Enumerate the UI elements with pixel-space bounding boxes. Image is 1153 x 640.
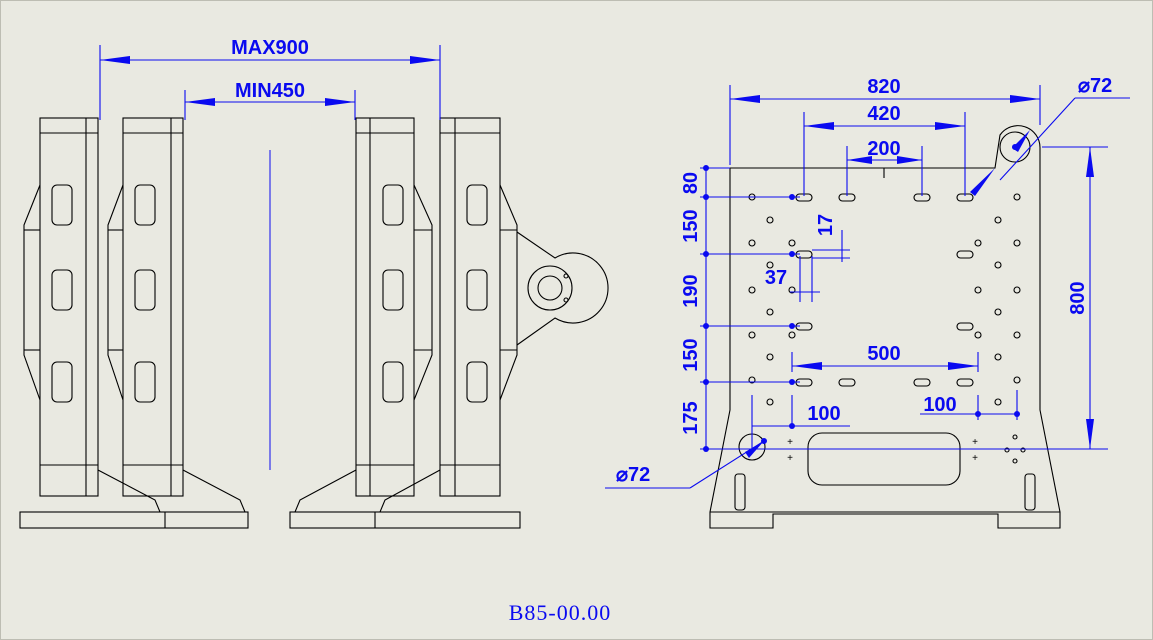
svg-text:+: + <box>972 453 978 464</box>
slot-height-label: 17 <box>815 214 837 236</box>
vert-dim-150-lower: 150 <box>680 338 702 371</box>
dimension-width-820 <box>729 85 1041 165</box>
max-opening-label: MAX900 <box>231 37 309 59</box>
height-800-label: 800 <box>1067 281 1089 314</box>
platen-right-outer <box>379 117 609 513</box>
dimension-vertical-chain <box>700 167 1108 450</box>
vert-dim-175: 175 <box>680 401 702 434</box>
pin-bottom-diameter-label: ⌀72 <box>616 464 650 486</box>
hole-span-label: 500 <box>867 343 900 365</box>
dimension-height-800 <box>1042 146 1108 450</box>
front-view: + + + + 820 420 <box>605 75 1130 529</box>
width-200-label: 200 <box>867 138 900 160</box>
svg-text:+: + <box>787 453 793 464</box>
platen-right-inner <box>294 117 433 513</box>
vert-dim-190: 190 <box>680 274 702 307</box>
platen-left-outer <box>23 117 161 513</box>
vert-dim-80: 80 <box>680 172 702 194</box>
dimension-pin-top <box>970 97 1130 196</box>
tapped-holes <box>748 193 1026 464</box>
width-420-label: 420 <box>867 103 900 125</box>
width-820-label: 820 <box>867 76 900 98</box>
dimension-min-opening <box>184 90 356 120</box>
platen-outline <box>709 125 1061 529</box>
dimension-offset-left <box>751 395 850 449</box>
dimension-offset-right <box>920 390 1018 420</box>
svg-text:+: + <box>787 437 793 448</box>
slot-length-label: 37 <box>765 267 787 289</box>
platen-left-inner <box>107 117 246 513</box>
dimension-500 <box>791 352 979 372</box>
dimension-width-420 <box>803 112 966 196</box>
base-left <box>19 511 249 529</box>
dimension-slot <box>790 230 850 302</box>
svg-text:+: + <box>972 437 978 448</box>
offset-left-label: 100 <box>807 403 840 425</box>
offset-right-label: 100 <box>923 394 956 416</box>
drawing-number: B85-00.00 <box>508 600 612 625</box>
side-view: MAX900 MIN450 <box>19 37 609 529</box>
dimension-max-opening <box>99 45 441 120</box>
vert-dim-150-upper: 150 <box>680 209 702 242</box>
base-right <box>289 511 521 529</box>
dimension-pin-bottom <box>605 440 765 489</box>
dimension-width-200 <box>846 146 923 196</box>
min-opening-label: MIN450 <box>235 80 305 102</box>
pin-top-diameter-label: ⌀72 <box>1078 75 1112 97</box>
